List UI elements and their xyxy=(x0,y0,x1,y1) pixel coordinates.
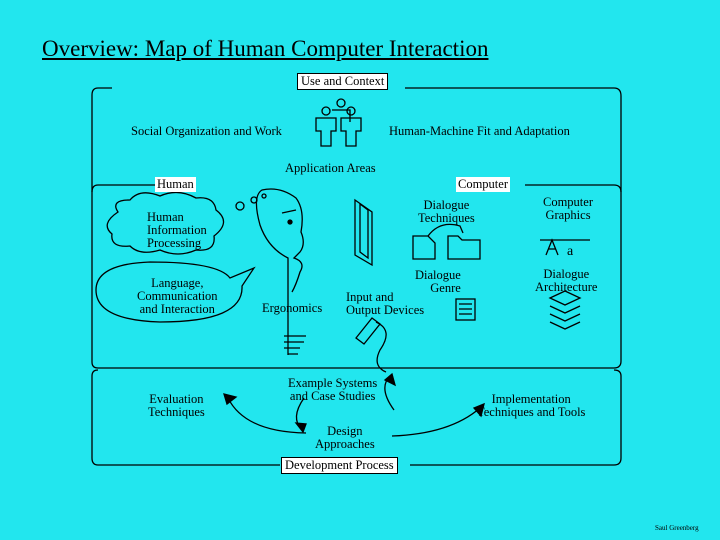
example-systems-label: Example Systems and Case Studies xyxy=(288,376,378,403)
folder-arrow xyxy=(427,223,464,237)
layers-icon xyxy=(548,290,582,330)
page-title: Overview: Map of Human Computer Interact… xyxy=(42,36,489,61)
credit-signature: Saul Greenberg xyxy=(655,524,699,532)
computer-frame xyxy=(525,184,622,193)
social-organization-label: Social Organization and Work xyxy=(131,124,282,138)
human-frame xyxy=(91,184,155,193)
application-areas-label: Application Areas xyxy=(285,161,376,175)
cycle-arrows xyxy=(223,372,485,437)
monitor-icon xyxy=(354,198,373,267)
hip-label: Human Information Processing xyxy=(147,210,207,250)
document-icon xyxy=(412,235,436,260)
speech-bubble xyxy=(95,261,256,323)
development-header: Development Process xyxy=(281,457,398,474)
head-profile-icon xyxy=(255,188,306,355)
pen-icon xyxy=(355,317,387,373)
dialogue-techniques-label: Dialogue Techniques xyxy=(418,198,475,225)
graphics-icon: a xyxy=(540,238,590,259)
dialogue-architecture-label: Dialogue Architecture xyxy=(535,267,598,294)
language-label: Language, Communication and Interaction xyxy=(137,276,218,316)
evaluation-label: Evaluation Techniques xyxy=(148,392,205,419)
human-machine-fit-label: Human-Machine Fit and Adaptation xyxy=(389,124,570,138)
io-devices-label: Input and Output Devices xyxy=(346,290,425,317)
computer-header: Computer xyxy=(456,177,510,192)
design-approaches-label: Design Approaches xyxy=(315,424,375,451)
menu-icon xyxy=(455,298,476,321)
use-context-frame xyxy=(91,87,622,369)
human-header: Human xyxy=(155,177,196,192)
thought-cloud xyxy=(106,191,225,255)
folder-icon xyxy=(447,235,481,260)
development-frame xyxy=(91,369,622,466)
computer-graphics-label: Computer Graphics xyxy=(543,195,593,222)
implementation-label: Implementation Techniques and Tools xyxy=(477,392,586,419)
people-icon xyxy=(315,98,362,147)
ergonomics-label: Ergonomics xyxy=(262,301,323,315)
svg-text:a: a xyxy=(567,244,574,259)
dialogue-genre-label: Dialogue Genre xyxy=(415,268,461,295)
use-context-header: Use and Context xyxy=(297,73,389,90)
